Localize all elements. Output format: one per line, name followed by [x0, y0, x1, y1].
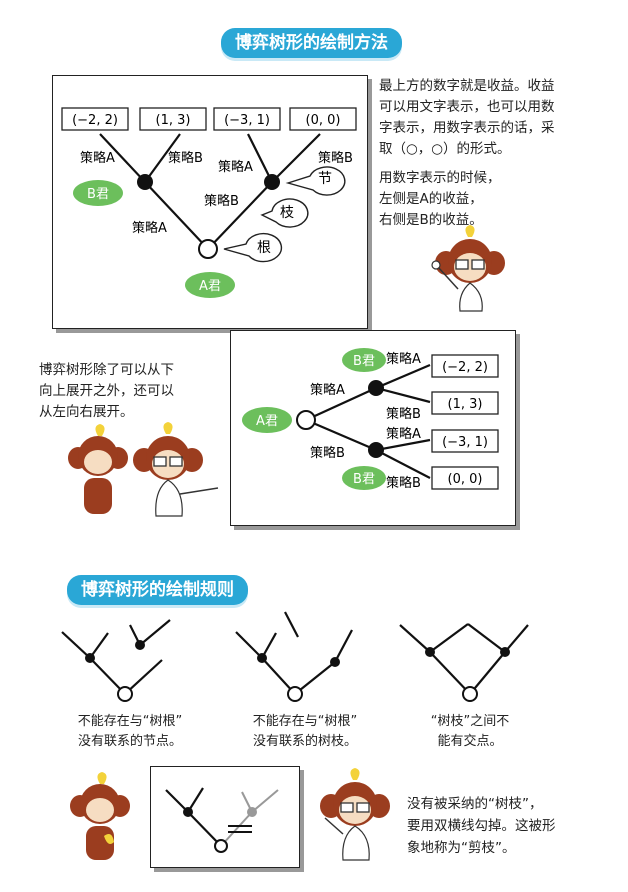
- tree1-player-b-pill: [73, 180, 123, 206]
- tree2-player-b-label-bottom: B君: [353, 472, 375, 487]
- rule2-root-node: [287, 686, 303, 702]
- tree2-label-root-b: 策略B: [310, 445, 345, 461]
- tree2-decision-node-top: [368, 380, 384, 396]
- tree2-player-a-pill: [242, 407, 292, 433]
- callout-branch-bubble: [260, 198, 309, 228]
- tree1-decision-node-right: [264, 174, 280, 190]
- tree2-payoff-3: (−3, 1): [442, 435, 488, 450]
- rule1-floating-node: [135, 640, 145, 650]
- rule2-node-right: [330, 657, 340, 667]
- rule2-caption: 不能存在与“树根” 没有联系的树枝。: [252, 714, 358, 749]
- tree1-label-left-a: 策略A: [80, 150, 115, 166]
- rule3-caption: “树枝”之间不 能有交点。: [430, 714, 510, 749]
- callout-node-text: 节: [318, 171, 332, 187]
- tree2-payoff-2: (1, 3): [448, 397, 483, 412]
- rule1-caption: 不能存在与“树根” 没有联系的节点。: [77, 714, 183, 749]
- callout-node-bubble: [285, 166, 346, 196]
- tree1-payoff-boxes: [61, 107, 357, 131]
- rule3-node-left: [425, 647, 435, 657]
- tree2-label-bot-a: 策略A: [386, 426, 421, 442]
- section-title-method: 博弈树形的绘制方法: [221, 28, 402, 58]
- prune-cut-node: [247, 807, 257, 817]
- tree1-payoff-3: (−3, 1): [224, 113, 270, 128]
- tree2-root-node: [296, 410, 316, 430]
- tree2-label-top-a: 策略A: [386, 351, 421, 367]
- tree1-player-b-label: B君: [87, 187, 109, 202]
- prune-double-bar: [228, 825, 252, 833]
- tree1-payoff-2: (1, 3): [156, 113, 191, 128]
- prune-root-node: [214, 839, 228, 853]
- tree1-decision-node-left: [137, 174, 153, 190]
- note-payoff-order: 用数字表示的时候， 左侧是A的收益， 右侧是B的收益。: [379, 170, 501, 228]
- tree2-player-b-label-top: B君: [353, 354, 375, 369]
- tree2-player-b-pill-bottom: [342, 466, 386, 490]
- tree2-player-a-label: A君: [256, 414, 278, 429]
- tree1-player-a-label: A君: [199, 279, 221, 294]
- tree1-label-mid-b: 策略B: [204, 193, 239, 209]
- note-payoff: 最上方的数字就是收益。收益 可以用文字表示，也可以用数 字表示，用数字表示的话，…: [379, 78, 555, 157]
- tree1-payoff-4: (0, 0): [306, 113, 341, 128]
- tree2-player-b-pill-top: [342, 348, 386, 372]
- callout-root-bubble: [223, 232, 283, 263]
- tree2-label-bot-b: 策略B: [386, 475, 421, 491]
- tree1-payoff-1: (−2, 2): [72, 113, 118, 128]
- tree1-label-left-b: 策略B: [168, 150, 203, 166]
- note-orientation: 博弈树形除了可以从下 向上展开之外，还可以 从左向右展开。: [39, 362, 174, 420]
- tree2-label-root-a: 策略A: [310, 382, 345, 398]
- tree2-decision-node-bottom: [368, 442, 384, 458]
- tree2-payoff-1: (−2, 2): [442, 360, 488, 375]
- tree2-payoff-4: (0, 0): [448, 472, 483, 487]
- note-pruning: 没有被采纳的“树枝”， 要用双横线勾掉。这被形 象地称为“剪枝”。: [407, 796, 556, 856]
- callout-branch-text: 枝: [280, 205, 294, 221]
- rule2-node-left: [257, 653, 267, 663]
- tree1-player-a-pill: [185, 272, 235, 298]
- tree1-label-right-a: 策略A: [218, 159, 253, 175]
- rule1-node: [85, 653, 95, 663]
- tree1-label-right-b: 策略B: [318, 150, 353, 166]
- prune-decision-node: [183, 807, 193, 817]
- section-title-rules: 博弈树形的绘制规则: [67, 575, 248, 605]
- tree1-root-node: [198, 239, 218, 259]
- rule3-root-node: [462, 686, 478, 702]
- callout-root-text: 根: [257, 240, 271, 256]
- tree1-label-root-a: 策略A: [132, 220, 167, 236]
- rule1-root-node: [117, 686, 133, 702]
- rule3-node-right: [500, 647, 510, 657]
- tree2-label-top-b: 策略B: [386, 406, 421, 422]
